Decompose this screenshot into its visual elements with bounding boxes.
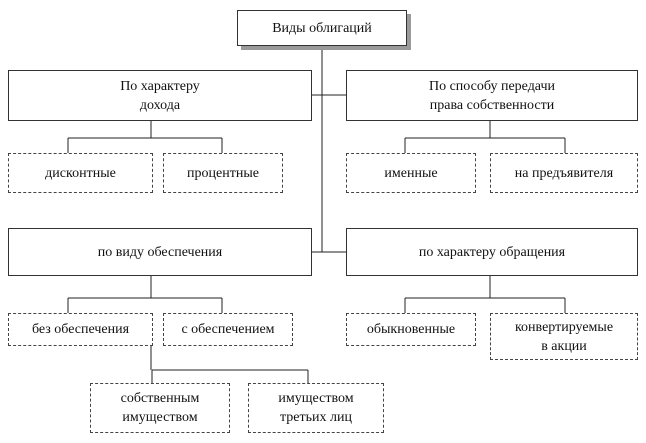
category-transfer: По способу передачи права собственности: [346, 70, 638, 121]
type-discount: дисконтные: [8, 153, 153, 193]
type-third-party-property: имуществом третьих лиц: [248, 383, 384, 433]
type-convertible-label: конвертируемые в акции: [514, 319, 614, 354]
category-income: По характеру дохода: [8, 70, 312, 121]
category-security: по виду обеспечения: [8, 228, 312, 276]
type-unsecured-label: без обеспечения: [31, 322, 130, 337]
type-interest: процентные: [163, 153, 283, 193]
type-bearer-label: на предъявителя: [514, 165, 614, 181]
type-bearer: на предъявителя: [490, 153, 638, 193]
category-circulation: по характеру обращения: [346, 228, 638, 276]
type-registered-label: именные: [384, 165, 438, 181]
type-registered: именные: [346, 153, 476, 193]
category-transfer-label: По способу передачи права собственности: [428, 78, 555, 113]
type-discount-label: дисконтные: [45, 165, 116, 181]
type-own-property-label: собственным имуществом: [120, 391, 200, 425]
branch-security: [67, 276, 223, 313]
type-third-party-property-label: имуществом третьих лиц: [278, 391, 354, 425]
category-income-label: По характеру дохода: [120, 78, 200, 113]
root-box: Виды облигаций: [237, 10, 407, 46]
category-circulation-label: по характеру обращения: [418, 244, 566, 260]
branch-secured: [150, 345, 309, 383]
type-interest-label: процентные: [187, 165, 259, 181]
category-security-label: по виду обеспечения: [97, 244, 223, 260]
type-convertible: конвертируемые в акции: [490, 313, 638, 360]
type-secured: с обеспечением: [163, 313, 293, 346]
branch-circulation: [404, 276, 566, 313]
type-ordinary-label: обыкновенные: [366, 322, 456, 337]
type-own-property: собственным имуществом: [90, 383, 230, 433]
type-ordinary: обыкновенные: [346, 313, 476, 346]
type-secured-label: с обеспечением: [181, 322, 275, 337]
type-unsecured: без обеспечения: [8, 313, 153, 346]
branch-transfer: [404, 120, 566, 153]
branch-income: [67, 120, 223, 153]
root-title: Виды облигаций: [272, 20, 372, 36]
